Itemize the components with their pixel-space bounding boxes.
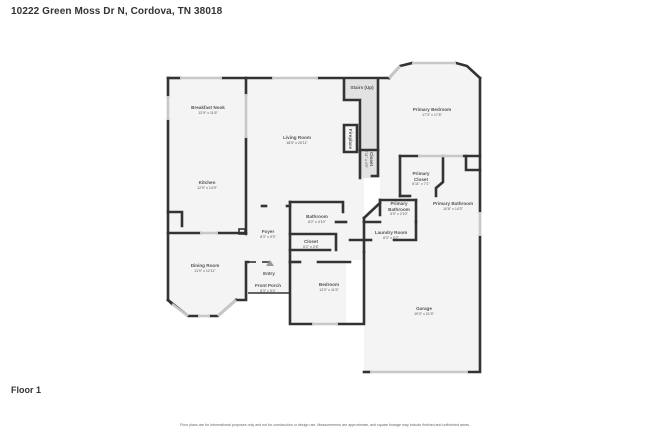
room-fireplace: Fireplace xyxy=(347,128,353,150)
walls xyxy=(166,61,482,374)
disclaimer-text: Floor plans are for informational purpos… xyxy=(180,423,470,427)
windows xyxy=(166,61,482,374)
room-entry: Entry xyxy=(263,271,275,276)
room-stairs: Stairs (Up) xyxy=(350,85,374,90)
closet-hatch xyxy=(360,150,378,178)
entry-arrow-icon xyxy=(266,260,274,266)
property-address-title: 10222 Green Moss Dr N, Cordova, TN 38018 xyxy=(11,6,223,17)
floor-label: Floor 1 xyxy=(11,385,42,395)
